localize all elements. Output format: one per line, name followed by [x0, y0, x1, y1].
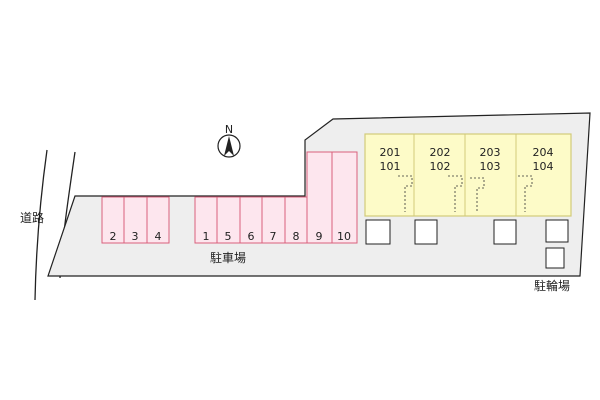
bicycle-parking-label: 駐輪場	[534, 278, 570, 293]
unit-number-upper: 204	[533, 146, 554, 159]
unit-number-upper: 203	[480, 146, 501, 159]
unit-number-lower: 104	[533, 160, 554, 173]
unit-number-lower: 101	[380, 160, 401, 173]
compass-north-icon: N	[217, 123, 241, 158]
entrance-boxes	[365, 219, 569, 245]
unit-number-upper: 202	[430, 146, 451, 159]
stair-outlines	[398, 175, 533, 212]
parking-lot-label: 駐車場	[210, 250, 246, 265]
apartment-building: 201 101 202 102 203 103 204 104	[364, 133, 572, 217]
unit-number-lower: 102	[430, 160, 451, 173]
parking-space-number: 4	[155, 230, 162, 243]
parking-group-middle: 1 5 6 7 8	[194, 196, 308, 244]
parking-space-number: 7	[270, 230, 277, 243]
unit-number-upper: 201	[380, 146, 401, 159]
parking-space-number: 2	[110, 230, 117, 243]
compass-north-label: N	[225, 123, 233, 136]
bicycle-parking-box	[545, 247, 565, 269]
parking-space-number: 1	[203, 230, 210, 243]
parking-space-number: 6	[248, 230, 255, 243]
parking-space-number: 9	[316, 230, 323, 243]
parking-group-tall: 9 10	[306, 151, 358, 244]
unit-number-lower: 103	[480, 160, 501, 173]
parking-space-number: 5	[225, 230, 232, 243]
road-label: 道路	[20, 210, 44, 225]
road-edge-left	[34, 149, 48, 301]
parking-group-left: 2 3 4	[101, 196, 170, 244]
parking-space-number: 8	[293, 230, 300, 243]
parking-space-number: 10	[337, 230, 351, 243]
parking-space-number: 3	[132, 230, 139, 243]
